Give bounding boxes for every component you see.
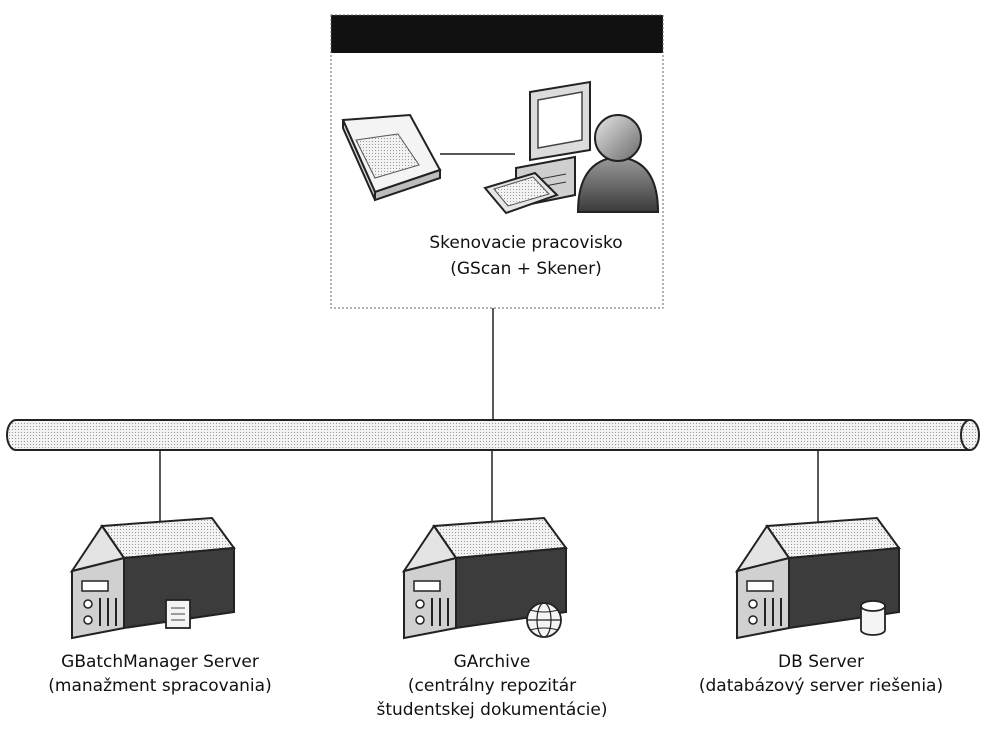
server-label-db: DB Server (databázový server riešenia) [676, 650, 966, 698]
server-description: (databázový server riešenia) [698, 676, 944, 696]
workstation-box: Skenovacie pracovisko (GScan + Skener) [330, 14, 664, 309]
user-icon [576, 114, 660, 213]
workstation-header-bar [331, 15, 663, 53]
workstation-frame [330, 14, 664, 309]
workstation-title: Skenovacie pracovisko [429, 233, 622, 253]
server-label-gbatchmanager: GBatchManager Server (manažment spracova… [22, 650, 298, 698]
scanner-icon [341, 113, 515, 202]
globe-icon [526, 602, 562, 638]
server-description: (centrálny repozitár [407, 676, 577, 696]
server-label-garchive: GArchive (centrálny repozitár študentske… [342, 650, 642, 722]
network-bus [6, 419, 980, 451]
server-description: (manažment spracovania) [48, 676, 272, 696]
document-icon [165, 599, 191, 629]
server-icon-garchive [401, 516, 568, 640]
server-name: DB Server [778, 652, 864, 672]
server-icon-db [734, 516, 901, 640]
server-icon-gbatchmanager [69, 516, 236, 640]
server-name: GArchive [453, 652, 531, 672]
database-icon [860, 600, 886, 636]
server-description-line2: študentskej dokumentácie) [376, 700, 608, 720]
workstation-subtitle: (GScan + Skener) [450, 259, 602, 279]
server-name: GBatchManager Server [61, 652, 259, 672]
computer-icon [483, 80, 591, 215]
